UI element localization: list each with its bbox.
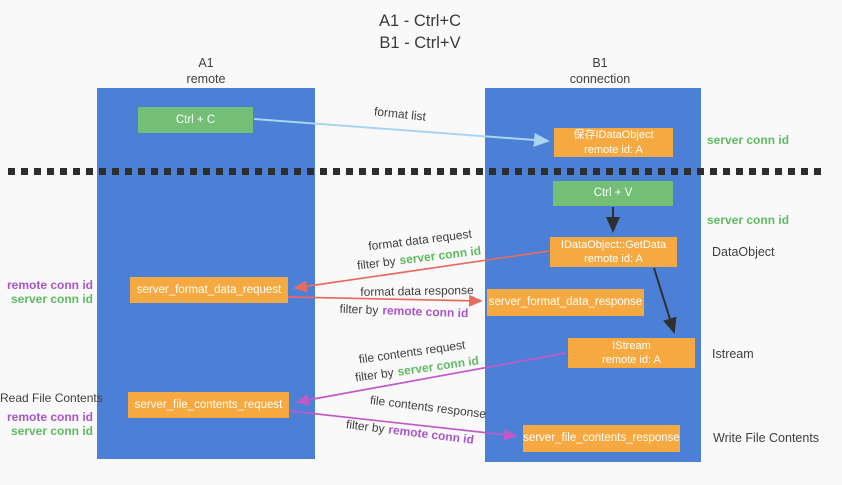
remote-conn-id-text: remote conn id: [387, 422, 475, 447]
label-file-contents-response: file contents response: [369, 392, 487, 422]
node-idataobject-getdata: IDataObject::GetData remote id: A: [550, 237, 677, 267]
node-server-format-data-response: server_format_data_response: [487, 289, 644, 316]
lane-a1-role: remote: [186, 72, 226, 87]
server-conn-id-label: server conn id: [10, 424, 93, 438]
title-line-1: A1 - Ctrl+C: [378, 12, 462, 30]
filter-by-text: filter by: [339, 301, 379, 318]
label-format-list: format list: [373, 104, 427, 124]
node-ctrl-c: Ctrl + C: [138, 107, 253, 133]
node-server-file-contents-response-label: server_file_contents_response: [523, 432, 680, 445]
node-save-idataobject-line2: remote id: A: [584, 143, 643, 156]
remote-conn-id-label: remote conn id: [6, 410, 93, 424]
node-istream-line1: IStream: [612, 339, 651, 352]
node-server-file-contents-request: server_file_contents_request: [128, 392, 289, 418]
lane-a1-name: A1: [198, 56, 214, 70]
node-server-file-contents-response: server_file_contents_response: [523, 425, 680, 452]
node-istream: IStream remote id: A: [568, 338, 695, 368]
label-dataobject: DataObject: [712, 245, 775, 259]
filter-by-text: filter by: [354, 365, 395, 385]
filter-by-text: filter by: [345, 417, 386, 436]
server-conn-id-label: server conn id: [10, 292, 93, 306]
lane-b1-name: B1: [592, 56, 608, 70]
node-save-idataobject: 保存IDataObject remote id: A: [554, 128, 673, 157]
remote-conn-id-text: remote conn id: [382, 303, 469, 321]
node-idataobject-getdata-line1: IDataObject::GetData: [560, 238, 667, 251]
remote-conn-id-label: remote conn id: [6, 278, 93, 292]
label-server-conn-id-top: server conn id: [707, 133, 790, 147]
label-format-data-response: format data response: [360, 283, 474, 299]
node-server-format-data-response-label: server_format_data_response: [488, 296, 643, 309]
label-istream: Istream: [712, 347, 754, 361]
label-left-conn-ids-format: remote conn id server conn id: [0, 278, 93, 306]
diagram-title: A1 - Ctrl+C B1 - Ctrl+V: [320, 10, 520, 55]
node-server-format-data-request: server_format_data_request: [130, 277, 288, 303]
node-ctrl-c-label: Ctrl + C: [175, 113, 216, 126]
label-read-file-contents: Read File Contents: [0, 391, 103, 405]
filter-by-text: filter by: [356, 253, 397, 273]
title-line-2: B1 - Ctrl+V: [379, 34, 461, 53]
lane-header-b1: B1 connection: [540, 55, 660, 88]
node-ctrl-v: Ctrl + V: [553, 181, 673, 206]
node-ctrl-v-label: Ctrl + V: [593, 187, 633, 200]
label-server-conn-id-mid: server conn id: [707, 213, 790, 227]
node-idataobject-getdata-line2: remote id: A: [584, 253, 643, 265]
node-save-idataobject-line1: 保存IDataObject: [573, 129, 654, 142]
node-server-file-contents-request-label: server_file_contents_request: [134, 398, 283, 411]
lane-b1-role: connection: [569, 72, 631, 87]
label-write-file-contents: Write File Contents: [713, 431, 820, 445]
node-istream-line2: remote id: A: [602, 354, 661, 366]
machine-boundary-divider: [8, 168, 826, 175]
lane-header-a1: A1 remote: [146, 55, 266, 88]
node-server-format-data-request-label: server_format_data_request: [136, 283, 282, 296]
label-left-conn-ids-file: remote conn id server conn id: [0, 410, 93, 438]
